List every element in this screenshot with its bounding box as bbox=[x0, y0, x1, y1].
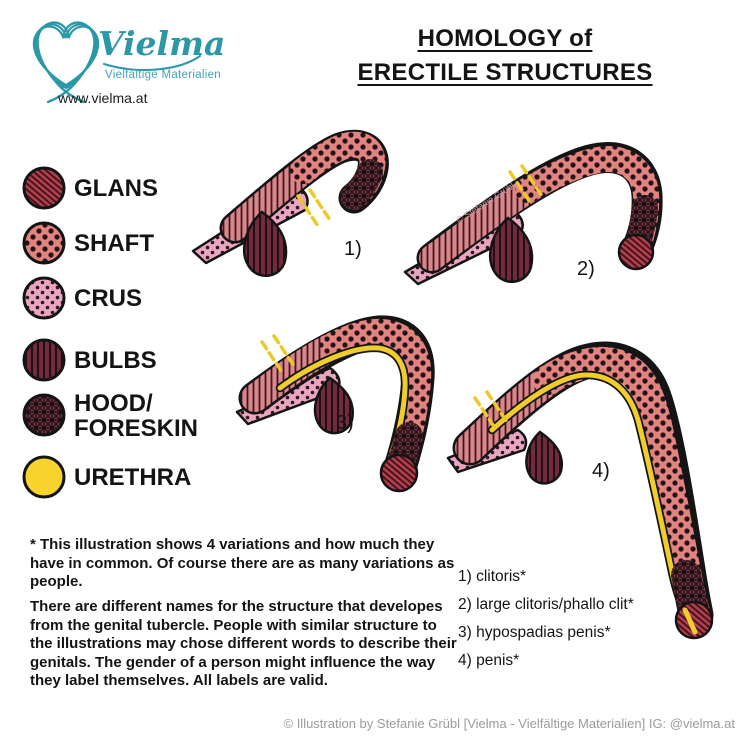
legend-label-shaft: SHAFT bbox=[74, 230, 154, 257]
legend-swatch-glans bbox=[22, 166, 66, 210]
figure-2-bulb bbox=[488, 216, 534, 283]
logo-underline-swoosh bbox=[103, 55, 201, 71]
brand-url: www.vielma.at bbox=[58, 90, 148, 106]
legend-swatch-hood bbox=[22, 393, 66, 437]
figure-1-incision-marks bbox=[296, 188, 332, 228]
notes-paragraph-1: * This illustration shows 4 variations a… bbox=[30, 536, 455, 591]
figure-3-incision-marks bbox=[260, 334, 296, 374]
figure-3-bulb bbox=[313, 376, 355, 435]
page-title: HOMOLOGY of ERECTILE STRUCTURES bbox=[330, 22, 680, 89]
footer-credit: © Illustration by Stefanie Grübl [Vielma… bbox=[283, 716, 736, 731]
variation-label-3: 3) hypospadias penis* bbox=[458, 624, 611, 641]
variation-label-1: 1) clitoris* bbox=[458, 568, 527, 585]
logo-heart-icon bbox=[32, 21, 201, 104]
title-line-1: HOMOLOGY of bbox=[417, 25, 593, 52]
legend-label-glans: GLANS bbox=[74, 175, 158, 202]
figure-1-hood bbox=[341, 159, 383, 210]
figure-3-glans bbox=[379, 453, 419, 493]
title-line-2: ERECTILE STRUCTURES bbox=[357, 58, 653, 86]
legend-label-hood-foreskin: HOOD/ FORESKIN bbox=[74, 390, 199, 443]
figure-4-illustration bbox=[446, 341, 714, 640]
figure-4-number: 4) bbox=[592, 460, 610, 482]
legend-label-crus: CRUS bbox=[74, 285, 143, 312]
figure-3-illustration bbox=[235, 315, 435, 493]
figure-2-glans bbox=[617, 233, 655, 271]
legend-label-urethra: URETHRA bbox=[74, 464, 192, 491]
figure-3-number: 3) bbox=[336, 412, 354, 434]
figure-4-bulb bbox=[525, 430, 564, 485]
legend-swatch-bulbs bbox=[22, 338, 66, 382]
figure-4-urethra-tip bbox=[682, 607, 698, 635]
notes-paragraph-2: There are different names for the struct… bbox=[30, 598, 457, 690]
figure-1-bulb bbox=[242, 210, 288, 277]
brand-name: Vielma bbox=[98, 24, 226, 63]
variation-label-2: 2) large clitoris/phallo clit* bbox=[458, 596, 634, 613]
legend-swatch-shaft bbox=[22, 221, 66, 265]
legend-swatch-crus bbox=[22, 276, 66, 320]
brand-subtitle: Vielfältige Materialien bbox=[105, 69, 221, 81]
figure-1-illustration bbox=[191, 129, 389, 277]
figure-3-urethra bbox=[277, 345, 408, 455]
figure-2-incision-marks bbox=[508, 164, 544, 204]
legend-label-bulbs: BULBS bbox=[74, 347, 157, 374]
variation-label-4: 4) penis* bbox=[458, 652, 520, 669]
figure-1-number: 1) bbox=[344, 238, 362, 260]
figure-2-number: 2) bbox=[577, 258, 595, 280]
figure-4-incision-marks bbox=[473, 390, 509, 430]
legend-swatches bbox=[22, 166, 66, 499]
figure-2-illustration bbox=[403, 142, 663, 286]
legend-swatch-urethra bbox=[22, 455, 66, 499]
